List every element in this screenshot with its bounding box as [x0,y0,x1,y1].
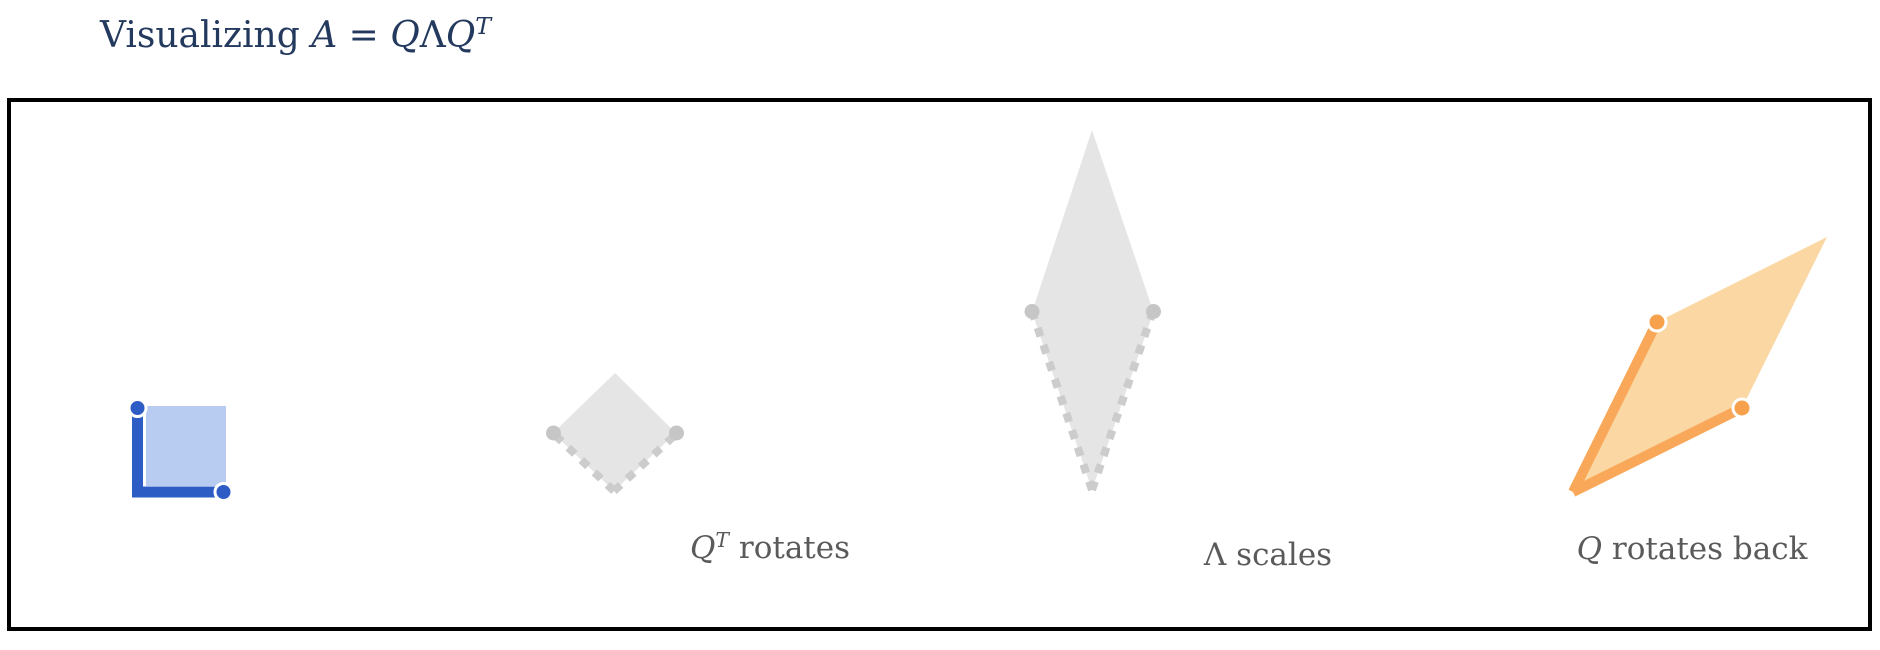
text-part: rotates back [1602,531,1808,567]
text-part: rotates [729,530,851,567]
text-part: = [337,15,391,56]
figure-title: Visualizing A = QΛQT [100,13,491,56]
label-lambda-scales: Λ scales [1204,537,1332,573]
text-part: T [715,527,730,552]
text-part: Visualizing [100,15,312,56]
text-part: T [475,12,492,40]
text-part: A [311,15,338,56]
label-qt-rotates: QT rotates [690,528,850,566]
text-part: Q [689,530,716,567]
text-part: Q [445,15,476,56]
text-part: Λ [419,15,446,56]
text-part: Q [390,15,420,56]
text-part: Λ scales [1203,537,1333,573]
label-q-rotates-back: Q rotates back [1577,531,1808,567]
text-part: Q [1576,531,1603,567]
figure-panel [7,98,1872,631]
